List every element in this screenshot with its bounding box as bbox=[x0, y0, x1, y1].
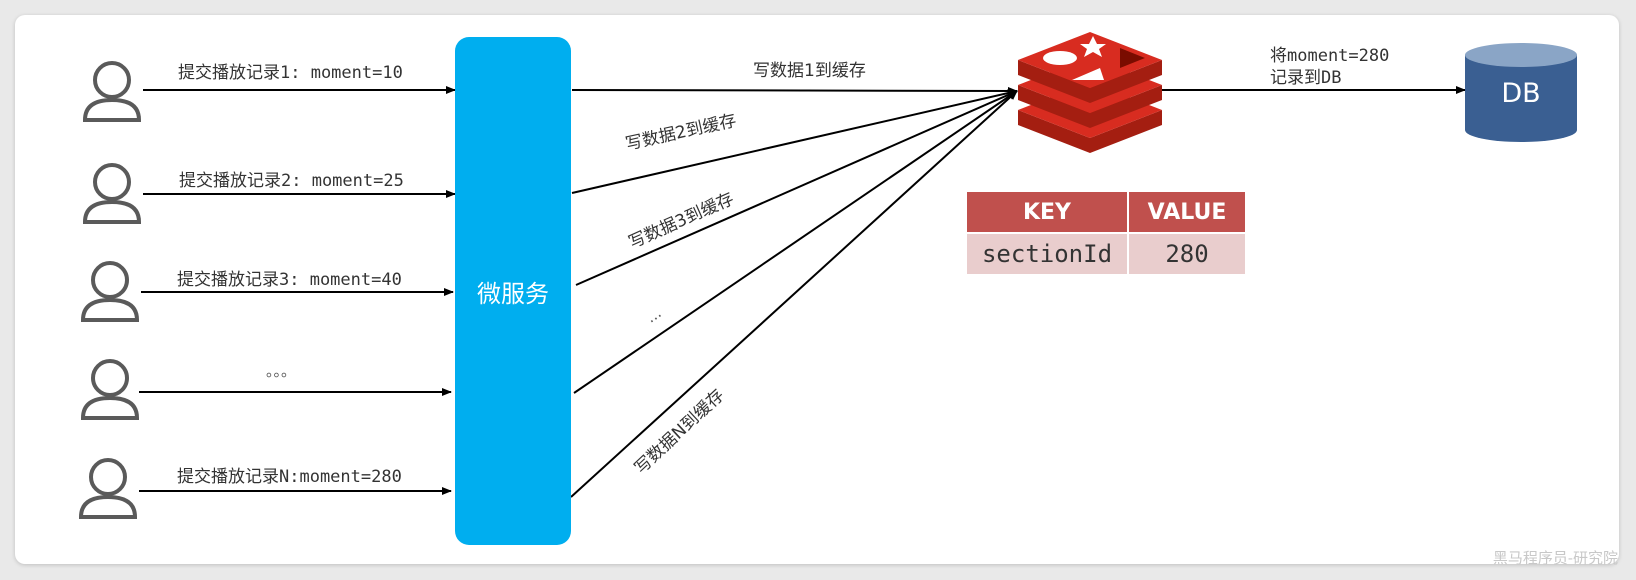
watermark: 黑马程序员-研究院 bbox=[1492, 549, 1618, 567]
cache-kv-table: KEY VALUE sectionId 280 bbox=[965, 190, 1247, 276]
database-icon bbox=[1465, 43, 1577, 142]
user-label-ellipsis: 。。。 bbox=[266, 362, 297, 380]
redis-logo-icon bbox=[1018, 32, 1162, 153]
user-icon-2 bbox=[82, 163, 142, 224]
write-arrow-4 bbox=[573, 90, 1018, 394]
user-label-2: 提交播放记录2: moment=25 bbox=[179, 171, 404, 191]
write-label-1: 写数据1到缓存 bbox=[753, 61, 866, 81]
user-label-3: 提交播放记录3: moment=40 bbox=[177, 270, 402, 290]
user-label-n: 提交播放记录N:moment=280 bbox=[177, 467, 402, 487]
write-arrow-2 bbox=[571, 89, 1018, 194]
kv-value-cell: 280 bbox=[1127, 232, 1247, 276]
microservice-box: 微服务 bbox=[455, 37, 571, 545]
db-label: DB bbox=[1501, 78, 1541, 109]
diagram-canvas bbox=[15, 15, 1619, 564]
db-note-line2: 记录到DB bbox=[1270, 68, 1342, 89]
db-note: 将moment=280 记录到DB bbox=[1270, 45, 1389, 89]
kv-value-header: VALUE bbox=[1127, 190, 1247, 234]
user-icon-4 bbox=[80, 359, 140, 420]
write-arrow-5 bbox=[570, 90, 1018, 498]
user-icon-1 bbox=[82, 61, 142, 122]
db-note-line1: 将moment=280 bbox=[1270, 46, 1390, 66]
user-icon-3 bbox=[80, 261, 140, 322]
user-label-1: 提交播放记录1: moment=10 bbox=[178, 63, 403, 83]
kv-key-header: KEY bbox=[965, 190, 1129, 234]
user-icon-5 bbox=[78, 458, 138, 519]
microservice-label: 微服务 bbox=[477, 279, 549, 308]
write-arrow-1 bbox=[571, 86, 1018, 95]
write-arrow-3 bbox=[575, 90, 1018, 286]
kv-key-cell: sectionId bbox=[965, 232, 1129, 276]
